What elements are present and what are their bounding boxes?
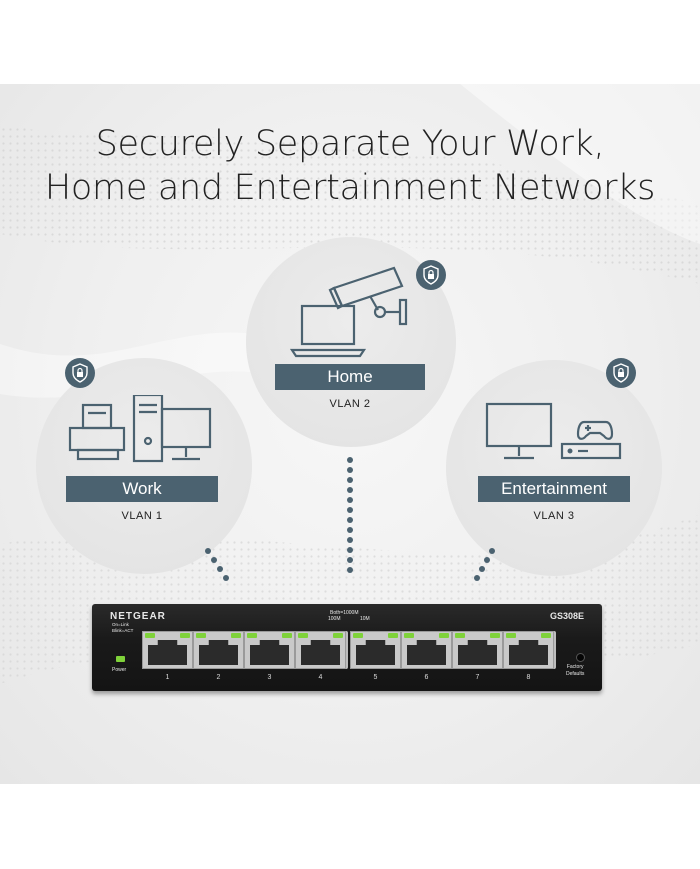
entertainment-devices-icon [485, 402, 622, 460]
factory-defaults-line-1: Factory [566, 664, 584, 670]
power-led [116, 656, 125, 662]
switch-speed-legend: Both=1000M [330, 610, 359, 616]
entertainment-vlan-label: VLAN 3 [533, 510, 575, 522]
switch-link-legend: On=Link Blink=ACT [112, 622, 133, 634]
port-number: 4 [318, 674, 323, 681]
headline-line-2: Home and Entertainment Networks [44, 168, 656, 208]
port-number: 7 [475, 674, 480, 681]
ethernet-port-2[interactable] [193, 631, 244, 669]
work-network-circle [36, 358, 252, 574]
power-label: Power [112, 667, 127, 673]
gamepad-icon [576, 420, 614, 440]
factory-reset-button[interactable] [576, 653, 585, 662]
port-number: 8 [526, 674, 531, 681]
port-number: 3 [267, 674, 272, 681]
port-number: 6 [424, 674, 429, 681]
ethernet-port-4[interactable] [295, 631, 346, 669]
switch-model: GS308E [550, 611, 585, 621]
shield-lock-icon [606, 358, 636, 388]
ethernet-port-5[interactable] [350, 631, 401, 669]
shield-lock-icon [416, 260, 446, 290]
switch-100m-legend: 100M [328, 616, 341, 622]
port-number: 5 [373, 674, 378, 681]
monitor-icon [160, 407, 212, 461]
home-label-banner: Home [275, 364, 425, 390]
switch-link-legend-line-1: On=Link [112, 622, 129, 627]
printer-icon [68, 403, 126, 461]
security-camera-icon [328, 266, 408, 326]
desktop-tower-icon [132, 395, 164, 463]
shield-lock-icon [65, 358, 95, 388]
game-console-icon [560, 442, 622, 460]
work-devices-icon [68, 395, 212, 463]
ethernet-port-6[interactable] [401, 631, 452, 669]
factory-defaults-label: Factory Defaults [566, 664, 584, 678]
switch-brand: NETGEAR [110, 611, 166, 622]
work-vlan-label: VLAN 1 [121, 510, 163, 522]
home-devices-icon [290, 266, 408, 358]
laptop-icon [290, 304, 367, 358]
port-number: 1 [165, 674, 170, 681]
ethernet-port-1[interactable] [142, 631, 193, 669]
entertainment-label-banner: Entertainment [478, 476, 630, 502]
tv-icon [485, 402, 553, 460]
port-group-left [142, 631, 348, 669]
factory-defaults-line-2: Defaults [566, 671, 585, 677]
ethernet-port-3[interactable] [244, 631, 295, 669]
port-group-right [350, 631, 556, 669]
headline: Securely Separate Your Work, Home and En… [0, 122, 700, 210]
network-switch: NETGEAR GS308E Both=1000M 100M 10M On=Li… [92, 604, 602, 691]
home-vlan-label: VLAN 2 [329, 398, 371, 410]
switch-link-legend-line-2: Blink=ACT [112, 628, 134, 633]
port-number: 2 [216, 674, 221, 681]
ethernet-port-7[interactable] [452, 631, 503, 669]
ethernet-port-8[interactable] [503, 631, 554, 669]
work-label-banner: Work [66, 476, 218, 502]
headline-line-1: Securely Separate Your Work, [95, 124, 605, 164]
switch-10m-legend: 10M [360, 616, 370, 622]
entertainment-network-circle [446, 360, 662, 576]
